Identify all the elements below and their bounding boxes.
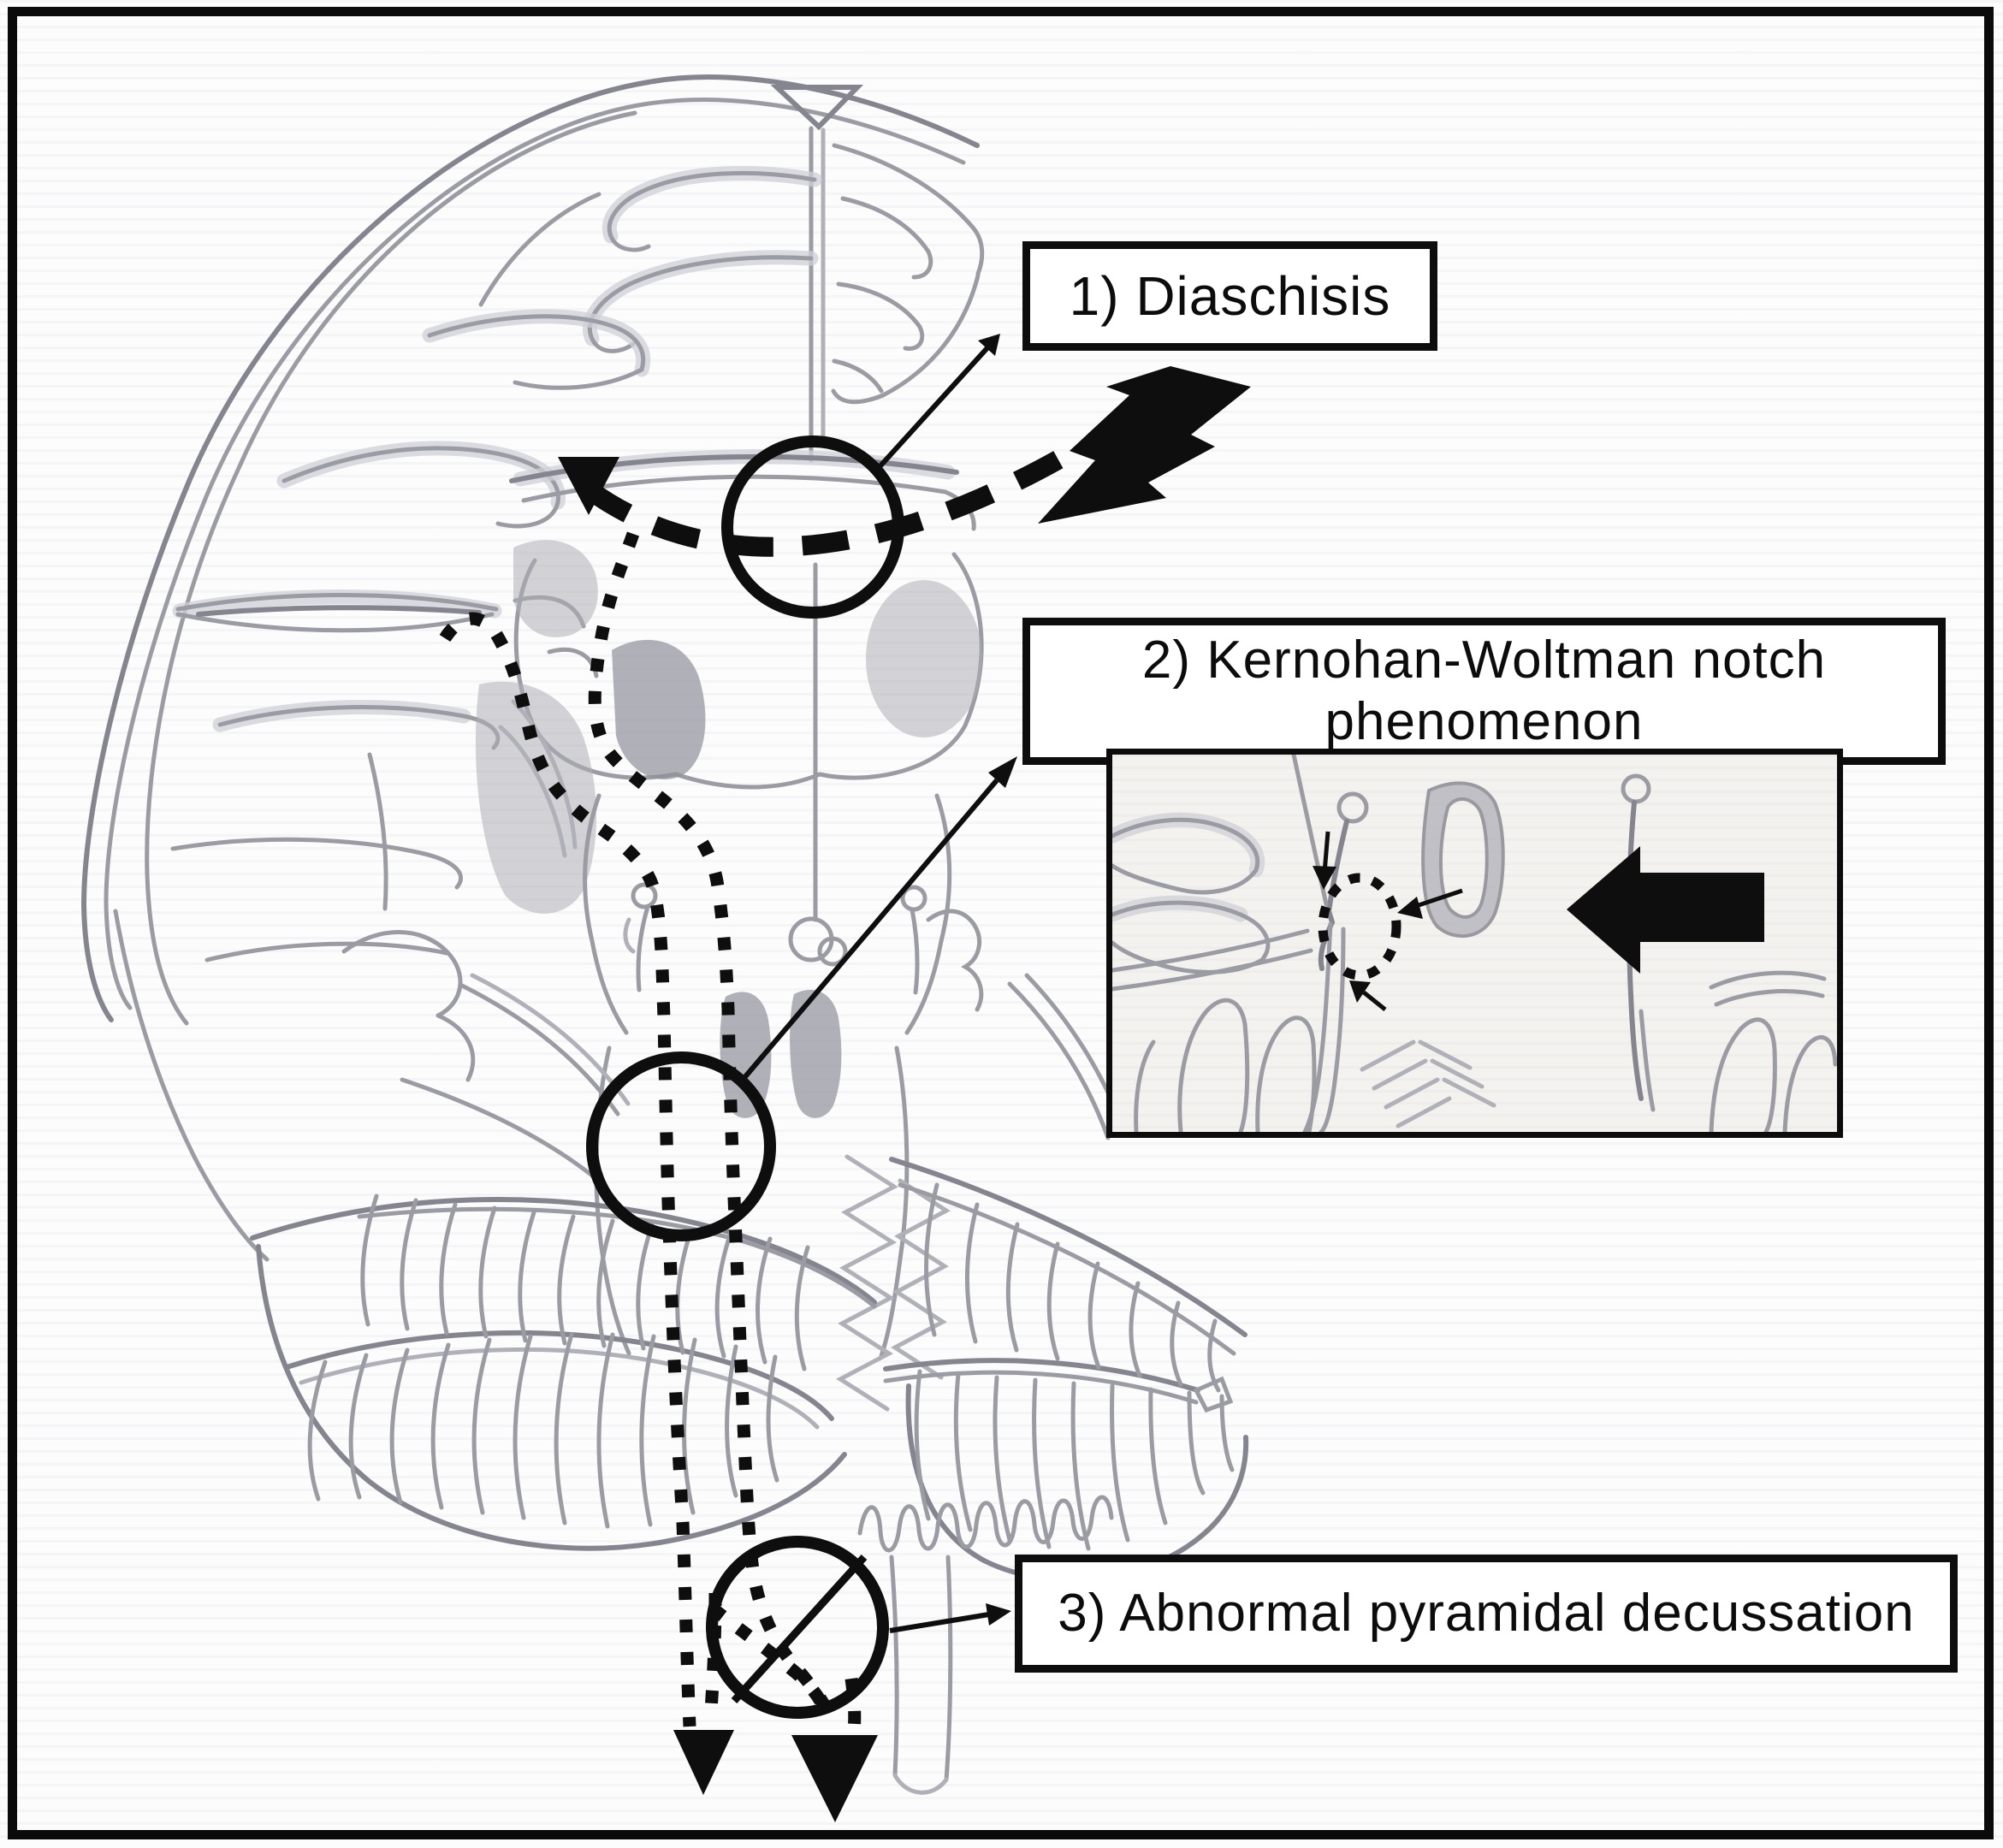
label-text-2-line2: phenomenon bbox=[1324, 692, 1644, 751]
notch-pointer-arrow-top bbox=[1322, 831, 1330, 874]
highlight-circle-icon bbox=[721, 435, 904, 619]
tract-arrowhead-left bbox=[673, 1730, 734, 1795]
notch-pointer-arrow-right-head bbox=[1397, 897, 1423, 919]
kernohan-notch-inset bbox=[1106, 749, 1843, 1138]
leader-arrow-3 bbox=[889, 1610, 1000, 1633]
highlight-circle-icon bbox=[586, 1051, 776, 1241]
dotted-tract-cross-right bbox=[708, 1603, 835, 1721]
label-box-diaschisis: 1) Diaschisis bbox=[1022, 241, 1437, 351]
inset-sketch bbox=[1112, 755, 1837, 1132]
crossed-circle-icon bbox=[706, 1536, 889, 1719]
label-box-pyramidal-decussation: 3) Abnormal pyramidal decussation bbox=[1015, 1555, 1958, 1673]
leader-arrow-1-head bbox=[978, 334, 1000, 356]
notch-pointer-arrow-right bbox=[1413, 888, 1463, 909]
dotted-tract-right bbox=[588, 531, 840, 1727]
annotation-overlay bbox=[439, 334, 1251, 1822]
leader-arrow-3-head bbox=[986, 1603, 1011, 1626]
dotted-notch-circle-icon bbox=[1318, 873, 1402, 980]
lightning-bolt-icon bbox=[1038, 366, 1251, 524]
label-box-kernohan-woltman: 2) Kernohan-Woltman notch phenomenon bbox=[1022, 618, 1946, 765]
label-text-1: 1) Diaschisis bbox=[1069, 265, 1391, 327]
inset-illustration bbox=[1112, 755, 1837, 1132]
dashed-curved-arrow-icon bbox=[583, 443, 1077, 557]
notch-pointer-arrow-bottom-head bbox=[1349, 980, 1371, 1003]
tract-arrowhead-right bbox=[791, 1735, 878, 1822]
label-text-3: 3) Abnormal pyramidal decussation bbox=[1058, 1584, 1915, 1643]
label-text-2-line1: 2) Kernohan-Woltman notch bbox=[1141, 631, 1827, 690]
dashed-arrow-head-icon bbox=[558, 457, 619, 515]
leader-arrow-1 bbox=[874, 340, 995, 473]
dotted-tract-stub bbox=[844, 1677, 862, 1731]
leader-arrow-2-head bbox=[988, 756, 1017, 788]
dotted-tract-left bbox=[439, 612, 696, 1727]
notch-pointer-arrow-bottom bbox=[1362, 991, 1387, 1011]
block-arrow-left-icon bbox=[1567, 846, 1764, 974]
crossed-circle-slash bbox=[731, 1554, 868, 1704]
inset-annotations bbox=[1313, 831, 1764, 1011]
leader-arrow-2 bbox=[740, 779, 999, 1081]
notch-pointer-arrow-top-head bbox=[1313, 866, 1336, 890]
